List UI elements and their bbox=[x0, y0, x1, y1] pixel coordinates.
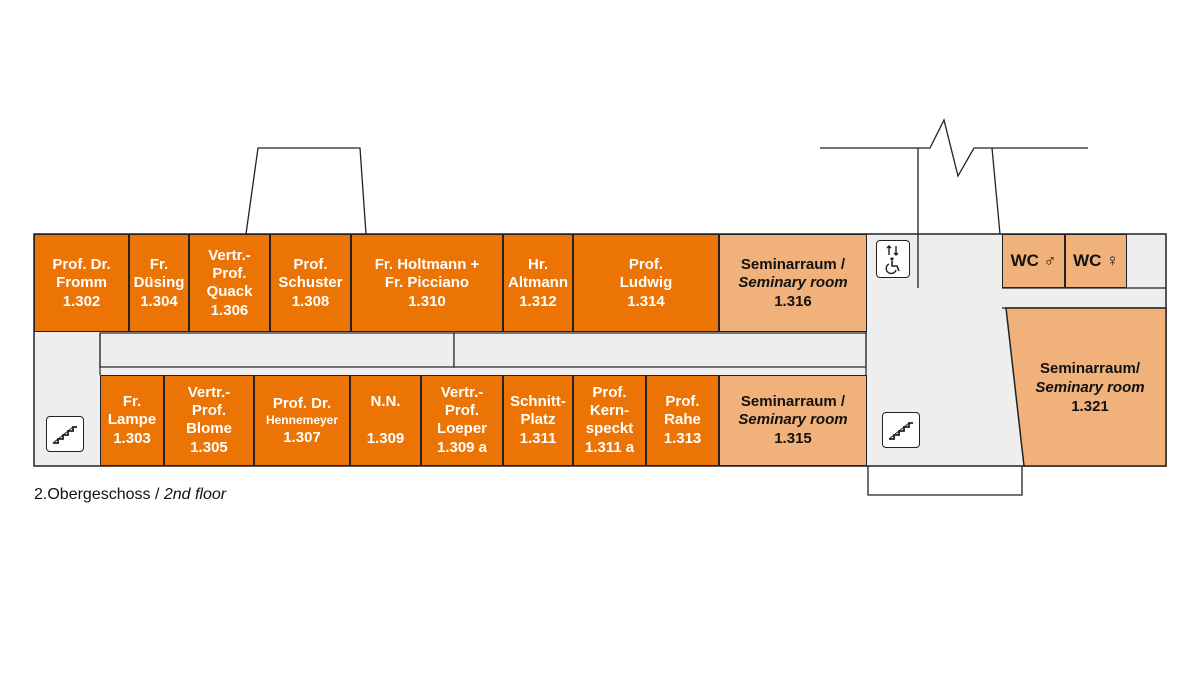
room-label: Hr. Altmann bbox=[508, 255, 568, 291]
room-label: Prof. Dr. Fromm bbox=[52, 255, 111, 291]
room-number: 1.314 bbox=[627, 292, 665, 310]
room-1303[interactable]: Fr. Lampe 1.303 bbox=[100, 375, 164, 466]
room-number: 1.316 bbox=[774, 292, 812, 310]
room-number: 1.311 a bbox=[584, 439, 635, 456]
room-1321[interactable]: Seminarraum/ Seminary room 1.321 bbox=[1014, 308, 1166, 466]
room-label: Vertr.- Prof. Blome bbox=[186, 384, 232, 437]
floor-caption: 2.Obergeschoss / 2nd floor bbox=[34, 486, 226, 504]
room-1304[interactable]: Fr. Düsing 1.304 bbox=[129, 234, 189, 332]
room-number: 1.311 bbox=[519, 430, 557, 447]
room-number: 1.304 bbox=[140, 292, 178, 310]
wc-men[interactable]: WC ♂ bbox=[1002, 234, 1065, 288]
room-1308[interactable]: Prof. Schuster 1.308 bbox=[270, 234, 351, 332]
wc-women[interactable]: WC ♀ bbox=[1065, 234, 1127, 288]
wc-men-label: WC bbox=[1010, 251, 1039, 270]
room-1310[interactable]: Fr. Holtmann + Fr. Picciano 1.310 bbox=[351, 234, 503, 332]
room-label: Prof. Ludwig bbox=[619, 255, 673, 291]
room-1311[interactable]: Schnitt- Platz 1.311 bbox=[503, 375, 573, 466]
caption-de: 2.Obergeschoss / bbox=[34, 486, 164, 503]
room-label: Vertr.- Prof. Quack bbox=[206, 246, 253, 300]
room-label: Prof. Dr. bbox=[272, 394, 332, 412]
connection-bottom bbox=[867, 466, 1023, 496]
corridor-divider-left bbox=[99, 332, 455, 368]
room-1314[interactable]: Prof. Ludwig 1.314 bbox=[573, 234, 719, 332]
room-label: Prof. Schuster bbox=[278, 255, 343, 291]
room-1307[interactable]: Prof. Dr. Hennemeyer 1.307 bbox=[254, 375, 350, 466]
room-1302[interactable]: Prof. Dr. Fromm 1.302 bbox=[34, 234, 129, 332]
bridge-outline-top bbox=[245, 147, 367, 235]
room-1306[interactable]: Vertr.- Prof. Quack 1.306 bbox=[189, 234, 270, 332]
room-1315[interactable]: Seminarraum / Seminary room 1.315 bbox=[719, 375, 867, 466]
room-number: 1.305 bbox=[190, 439, 228, 456]
room-label: Prof. Kern- speckt bbox=[585, 384, 634, 437]
room-1311a[interactable]: Prof. Kern- speckt 1.311 a bbox=[573, 375, 646, 466]
room-sublabel: Seminary room bbox=[738, 273, 848, 291]
room-label: Vertr.- Prof. Loeper bbox=[436, 384, 487, 437]
room-1321-shape bbox=[1005, 307, 1167, 467]
stairs-icon bbox=[882, 412, 920, 448]
room-1313[interactable]: Prof. Rahe 1.313 bbox=[646, 375, 719, 466]
room-label: Fr. Düsing bbox=[133, 255, 185, 291]
room-number: 1.310 bbox=[408, 292, 446, 310]
room-number: 1.312 bbox=[519, 292, 557, 310]
room-1309a[interactable]: Vertr.- Prof. Loeper 1.309 a bbox=[421, 375, 503, 466]
elevator-icon bbox=[876, 240, 910, 278]
room-sublabel: Seminary room bbox=[1035, 378, 1145, 396]
room-label: Seminarraum/ bbox=[1039, 359, 1141, 377]
room-label: Fr. Lampe bbox=[107, 393, 157, 428]
corridor-divider-right bbox=[453, 332, 867, 368]
room-sublabel: Seminary room bbox=[738, 411, 848, 428]
room-1305[interactable]: Vertr.- Prof. Blome 1.305 bbox=[164, 375, 254, 466]
room-number: 1.309 bbox=[366, 430, 405, 447]
room-label: Prof. Rahe bbox=[664, 393, 701, 428]
room-label: Seminarraum / bbox=[740, 393, 846, 410]
room-number: 1.309 a bbox=[436, 439, 488, 456]
room-1312[interactable]: Hr. Altmann 1.312 bbox=[503, 234, 573, 332]
stairs-icon bbox=[46, 416, 84, 452]
room-number: 1.303 bbox=[113, 430, 151, 447]
room-label: Seminarraum / bbox=[740, 255, 846, 273]
male-icon: ♂ bbox=[1043, 251, 1057, 270]
room-number: 1.307 bbox=[283, 428, 321, 446]
female-icon: ♀ bbox=[1106, 251, 1119, 270]
room-1309[interactable]: N.N. 1.309 bbox=[350, 375, 421, 466]
room-number: 1.308 bbox=[291, 292, 330, 310]
room-label: N.N. bbox=[370, 393, 401, 410]
wc-women-label: WC bbox=[1073, 251, 1102, 270]
room-number: 1.321 bbox=[1071, 397, 1109, 415]
room-small-label: Hennemeyer bbox=[265, 412, 339, 427]
break-line bbox=[918, 118, 1001, 235]
caption-en: 2nd floor bbox=[163, 486, 227, 503]
room-label: Fr. Holtmann + Fr. Picciano bbox=[374, 255, 480, 291]
wheelchair-icon bbox=[885, 257, 900, 275]
room-label: Schnitt- Platz bbox=[510, 393, 566, 428]
room-number: 1.306 bbox=[210, 301, 249, 319]
room-number: 1.313 bbox=[663, 430, 702, 447]
room-number: 1.315 bbox=[774, 430, 812, 447]
room-1316[interactable]: Seminarraum / Seminary room 1.316 bbox=[719, 234, 867, 332]
room-number: 1.302 bbox=[62, 292, 101, 310]
